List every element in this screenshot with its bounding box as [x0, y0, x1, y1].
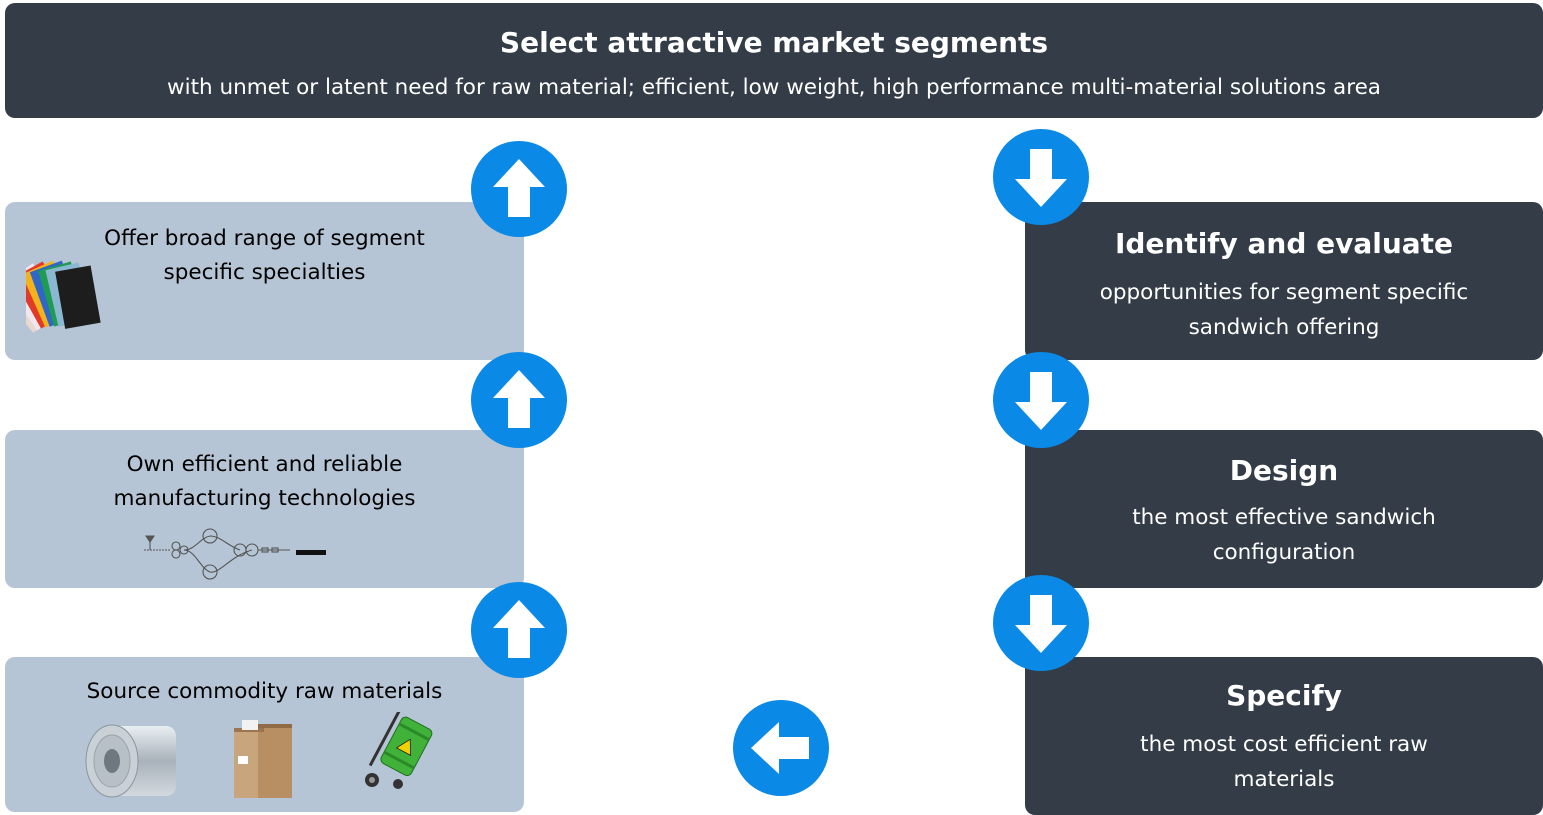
step-manufacturing-box: Own efficient and reliable manufacturing…: [5, 430, 524, 588]
step-specify-box: Specify the most cost efficient raw mate…: [1025, 657, 1543, 815]
arrow-left-icon: [733, 700, 829, 796]
step-identify-subtitle: opportunities for segment specific sandw…: [1099, 280, 1469, 340]
top-banner: Select attractive market segments with u…: [5, 3, 1543, 118]
metal-coil-icon: [85, 724, 176, 798]
step-source-label: Source commodity raw materials: [86, 679, 443, 704]
process-line-schematic-icon: [144, 528, 326, 580]
step-design-box: Design the most effective sandwich confi…: [1025, 430, 1543, 588]
arrow-up-icon: [471, 352, 567, 448]
step-design-title: Design: [1229, 454, 1339, 487]
chemical-drum-hand-truck-icon: [365, 712, 433, 789]
material-drums-icon: [234, 720, 292, 798]
step-identify-title: Identify and evaluate: [1114, 227, 1454, 260]
arrow-down-icon: [993, 352, 1089, 448]
arrow-up-icon: [471, 582, 567, 678]
step-manufacturing-label: Own efficient and reliable manufacturing…: [113, 452, 416, 511]
step-identify-box: Identify and evaluate opportunities for …: [1025, 202, 1543, 360]
sample-sheets-icon: [26, 260, 101, 333]
arrow-down-icon: [993, 575, 1089, 671]
arrow-down-icon: [993, 129, 1089, 225]
step-specify-title: Specify: [1226, 679, 1342, 712]
step-design-subtitle: the most effective sandwich configuratio…: [1132, 505, 1436, 565]
banner-title: Select attractive market segments: [499, 26, 1049, 59]
arrow-up-icon: [471, 141, 567, 237]
step-specialties-label: Offer broad range of segment specific sp…: [104, 226, 425, 285]
step-specify-subtitle: the most cost efficient raw materials: [1140, 732, 1428, 792]
banner-subtitle: with unmet or latent need for raw materi…: [167, 75, 1381, 100]
